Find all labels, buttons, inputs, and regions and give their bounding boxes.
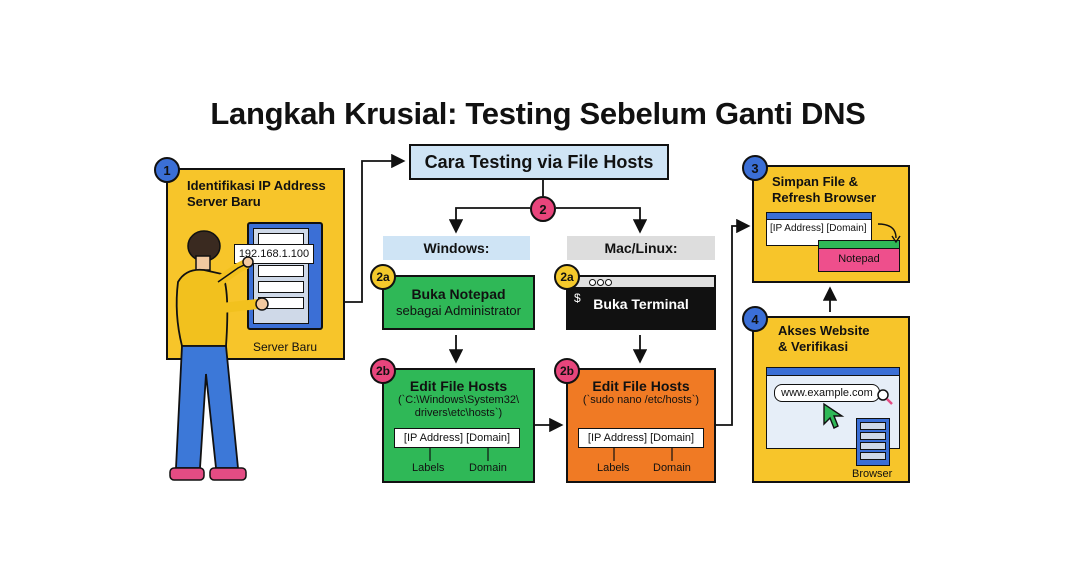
save-curve-arrow-icon — [877, 223, 901, 244]
step3-editor-titlebar — [767, 213, 871, 220]
step4-caption: Browser — [852, 468, 893, 480]
step3-badge: 3 — [742, 155, 768, 181]
step4-title-2: & Verifikasi — [778, 339, 849, 354]
page-title: Langkah Krusial: Testing Sebelum Ganti D… — [210, 96, 866, 131]
step3-notepad-window — [818, 240, 900, 272]
mac-entry-pointers — [613, 447, 673, 461]
windows-header-bar — [383, 236, 530, 260]
terminal-titlebar — [568, 277, 714, 288]
terminal-dot-2 — [597, 279, 604, 286]
person-illustration — [169, 230, 269, 481]
terminal-dot-3 — [605, 279, 612, 286]
windows-hosts-entry: [IP Address] [Domain] — [394, 428, 520, 448]
mouse-cursor-icon — [823, 402, 845, 429]
mac-2b-badge: 2b — [554, 358, 580, 384]
arrow-to-mac — [556, 207, 648, 234]
mac-header-bar — [567, 236, 715, 260]
step4-title-1: Akses Website — [778, 323, 870, 338]
windows-2b-title: Edit File Hosts — [409, 378, 508, 394]
windows-2b-path-1: (`C:\Windows\System32\ — [397, 394, 520, 406]
windows-2b-panel — [382, 368, 535, 483]
mac-2a-badge: 2a — [554, 264, 580, 290]
step3-notepad-titlebar — [819, 241, 899, 249]
mac-2b-panel — [566, 368, 716, 483]
mac-2a-title: Buka Terminal — [593, 296, 689, 312]
hosts-file-title: Cara Testing via File Hosts — [424, 152, 654, 172]
mac-2b-path: (`sudo nano /etc/hosts`) — [582, 394, 700, 406]
windows-2a-title: Buka Notepad — [411, 286, 506, 302]
step3-title-2: Refresh Browser — [772, 190, 877, 205]
windows-2a-panel — [382, 275, 535, 330]
terminal-dot-1 — [589, 279, 596, 286]
ip-address-tag: 192.168.1.100 — [234, 244, 314, 264]
windows-2a-subtitle: sebagai Administrator — [395, 303, 521, 318]
windows-2b-badge: 2b — [370, 358, 396, 384]
browser-window — [766, 367, 900, 449]
step3-notepad-label: Notepad — [838, 253, 880, 265]
mac-header: Mac/Linux: — [604, 240, 678, 256]
browser-titlebar — [767, 368, 899, 376]
mac-hosts-entry: [IP Address] [Domain] — [578, 428, 704, 448]
mac-2b-title: Edit File Hosts — [592, 378, 690, 394]
mac-label-labels: Labels — [597, 462, 630, 474]
windows-entry-pointers — [429, 447, 489, 461]
step3-title-1: Simpan File & — [772, 174, 858, 189]
step1-badge: 1 — [154, 157, 180, 183]
browser-server-icon — [856, 418, 890, 466]
windows-header: Windows: — [423, 240, 490, 256]
mac-label-domain: Domain — [653, 462, 691, 474]
step1-title-2: Server Baru — [187, 194, 261, 209]
step1-caption: Server Baru — [253, 340, 318, 354]
arrow-to-windows — [448, 207, 530, 234]
step1-title-1: Identifikasi IP Address — [187, 178, 326, 193]
arrow-mac-to-step3 — [716, 218, 751, 426]
windows-label-domain: Domain — [469, 462, 507, 474]
arrow-step1-to-top — [345, 153, 406, 303]
step4-badge: 4 — [742, 306, 768, 332]
step3-hosts-entry: [IP Address] [Domain] — [770, 223, 867, 234]
hosts-file-title-box — [409, 144, 669, 180]
windows-2a-badge: 2a — [370, 264, 396, 290]
magnifier-icon — [877, 389, 893, 405]
url-bar[interactable]: www.example.com — [774, 384, 880, 402]
terminal-prompt: $ — [574, 291, 581, 305]
windows-2b-path-2: drivers\etc\hosts`) — [414, 407, 503, 419]
windows-label-labels: Labels — [412, 462, 445, 474]
step2-badge: 2 — [530, 196, 556, 222]
